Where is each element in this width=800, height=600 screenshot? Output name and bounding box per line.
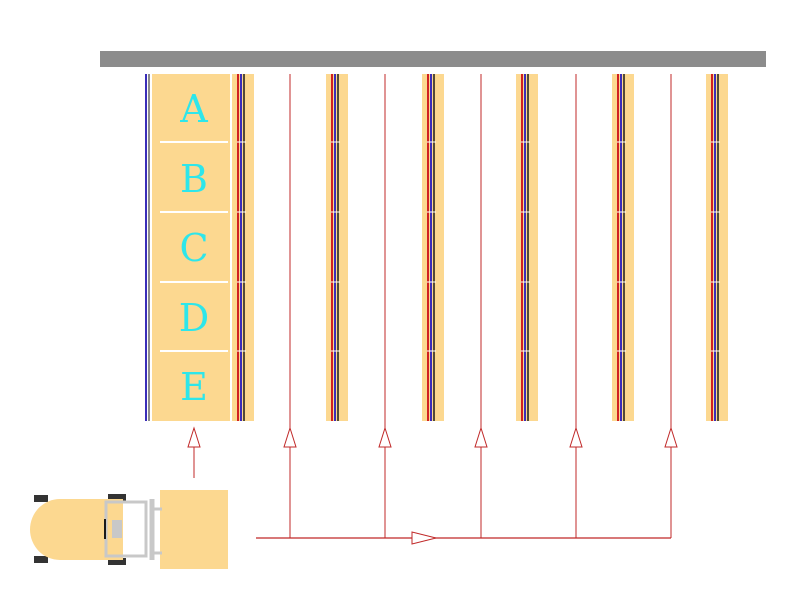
ceiling-bar [100, 51, 766, 67]
aisle-path [474, 74, 488, 538]
rack-upright-body [232, 74, 254, 421]
rack-upright-body [422, 74, 444, 421]
forklift-tire [34, 495, 48, 502]
slot-label-e: E [180, 365, 208, 409]
slot-label-c: C [179, 226, 208, 270]
rack-upright [706, 74, 728, 421]
pallet-icon [160, 490, 228, 569]
arrow-up-icon [474, 426, 488, 448]
left-rail [145, 74, 150, 421]
forklift-icon [30, 494, 162, 565]
rack-upright [326, 74, 348, 421]
storage-column-body [152, 74, 230, 421]
arrow-up-icon [283, 426, 297, 448]
rack-upright-body [612, 74, 634, 421]
forklift-body [30, 499, 123, 560]
rack-upright-body [706, 74, 728, 421]
aisle-path [283, 74, 297, 538]
slot-label-d: D [179, 296, 209, 340]
rack-upright-body [516, 74, 538, 421]
aisle-path [378, 74, 392, 538]
forklift-tire [34, 556, 48, 563]
arrow-right-icon [411, 531, 437, 545]
arrow-up-icon [187, 426, 201, 478]
rack-upright [612, 74, 634, 421]
storage-column: A B C D E [152, 74, 230, 421]
arrow-up-icon [664, 426, 678, 448]
forklift-tire [108, 558, 126, 565]
forklift-tire [108, 494, 126, 501]
arrow-up-icon [569, 426, 583, 448]
rack-upright [232, 74, 254, 421]
aisle-paths [283, 74, 678, 538]
rack-uprights [232, 74, 728, 421]
rack-upright-body [326, 74, 348, 421]
transport-path [256, 531, 671, 545]
slot-label-a: A [179, 87, 208, 131]
arrow-up-icon [378, 426, 392, 448]
slot-label-b: B [180, 157, 208, 201]
rack-upright [516, 74, 538, 421]
forklift-seat [112, 520, 122, 538]
aisle-path [569, 74, 583, 538]
rack-upright [422, 74, 444, 421]
aisle-path [664, 74, 678, 538]
